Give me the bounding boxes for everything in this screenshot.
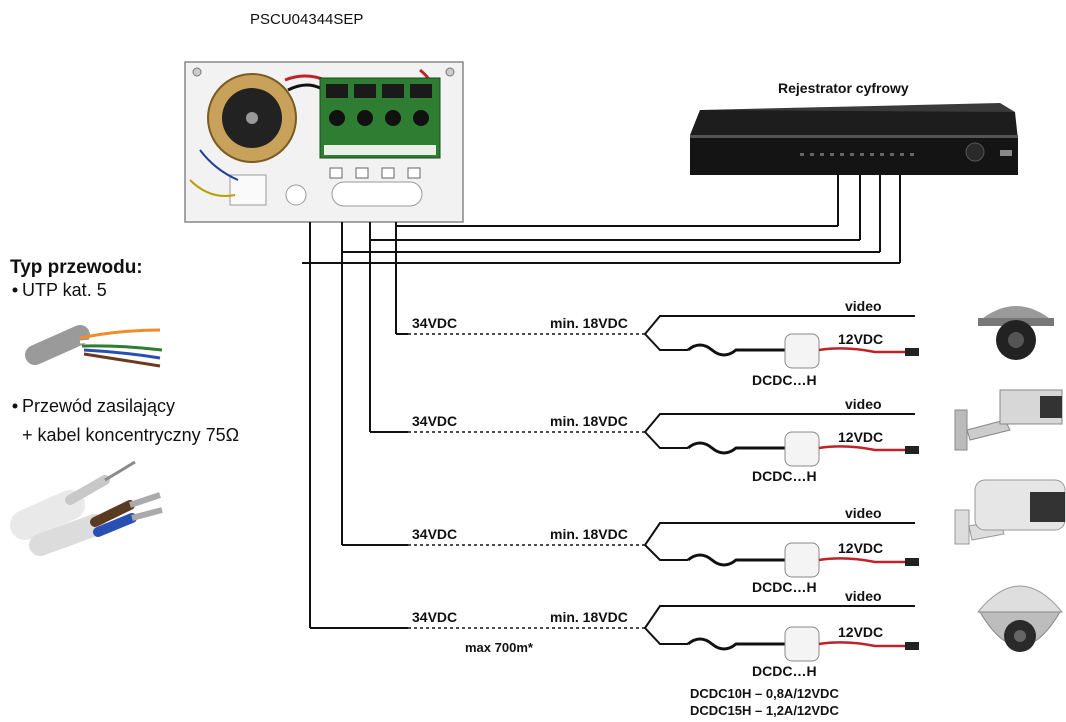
bus-wires <box>302 175 901 628</box>
channel-4-output-voltage: 12VDC <box>838 624 883 640</box>
max-length-label: max 700m* <box>465 640 534 655</box>
channel-2: 34VDC min. 18VDC video 12VDC DCDC…H <box>370 396 919 484</box>
psu-title: PSCU04344SEP <box>250 11 363 28</box>
channel-1-min-voltage: min. 18VDC <box>550 315 628 331</box>
channel-3: 34VDC min. 18VDC video 12VDC DCDC…H <box>342 505 919 595</box>
channel-4-input-voltage: 34VDC <box>412 609 457 625</box>
bullet-icon <box>12 403 18 409</box>
channel-3-min-voltage: min. 18VDC <box>550 526 628 542</box>
channel-3-converter-label: DCDC…H <box>752 579 817 595</box>
channel-2-output-voltage: 12VDC <box>838 429 883 445</box>
channel-4-video-label: video <box>845 588 882 604</box>
box-camera-icon <box>954 389 1063 451</box>
bullet-icon <box>12 287 18 293</box>
dcdc-converter-icon <box>784 542 820 578</box>
power-supply-unit <box>184 61 464 223</box>
dvr-recorder-icon <box>690 103 1018 175</box>
channel-3-input-voltage: 34VDC <box>412 526 457 542</box>
dcdc-converter-icon <box>784 431 820 467</box>
channel-2-input-voltage: 34VDC <box>412 413 457 429</box>
recorder-title: Rejestrator cyfrowy <box>778 80 909 96</box>
dcdc-converter-icon <box>784 626 820 662</box>
transformer-icon <box>207 73 297 163</box>
channel-1-output-voltage: 12VDC <box>838 331 883 347</box>
cable-option-power-line2: + kabel koncentryczny 75Ω <box>22 425 239 445</box>
channel-1-video-label: video <box>845 298 882 314</box>
channel-4-min-voltage: min. 18VDC <box>550 609 628 625</box>
dcdc-converter-icon <box>784 333 820 369</box>
channel-3-output-voltage: 12VDC <box>838 540 883 556</box>
cable-option-utp: UTP kat. 5 <box>22 280 107 300</box>
channel-1-input-voltage: 34VDC <box>412 315 457 331</box>
footnote-dcdc10h: DCDC10H – 0,8A/12VDC <box>690 686 839 701</box>
coax-power-cable-icon <box>10 460 163 556</box>
psu-board <box>319 77 441 159</box>
cable-option-power-line1: Przewód zasilający <box>22 396 175 416</box>
channel-1-converter-label: DCDC…H <box>752 372 817 388</box>
channel-1: 34VDC min. 18VDC video 12VDC DCDC…H <box>396 298 919 388</box>
utp-cable-icon <box>25 325 163 368</box>
channel-2-converter-label: DCDC…H <box>752 468 817 484</box>
cable-type-heading: Typ przewodu: <box>10 257 143 278</box>
vandal-dome-camera-icon <box>976 585 1064 652</box>
dome-camera-icon <box>978 306 1054 360</box>
channel-4-converter-label: DCDC…H <box>752 663 817 679</box>
channel-3-video-label: video <box>845 505 882 521</box>
footnote-dcdc15h: DCDC15H – 1,2A/12VDC <box>690 703 839 718</box>
bullet-camera-icon <box>954 479 1066 545</box>
channel-4: 34VDC min. 18VDC video 12VDC DCDC…H <box>310 588 919 679</box>
channel-2-video-label: video <box>845 396 882 412</box>
channel-2-min-voltage: min. 18VDC <box>550 413 628 429</box>
